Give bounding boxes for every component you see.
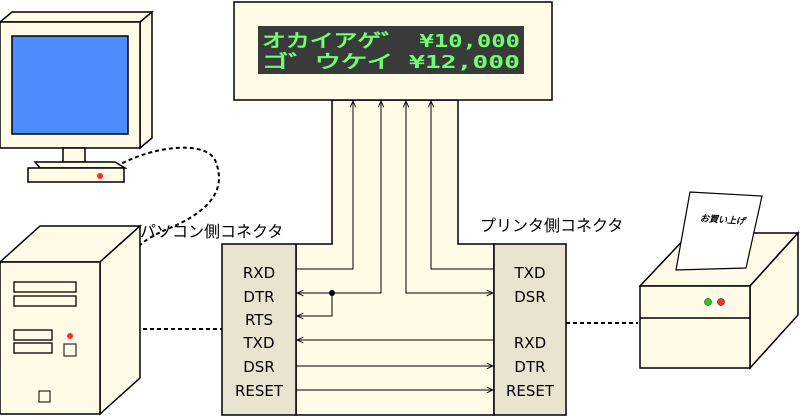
pc-pin-reset: RESET <box>235 382 284 400</box>
printer-pin-dtr: DTR <box>514 358 545 376</box>
pc-pin-dsr: DSR <box>243 358 275 376</box>
printer-connector-box <box>493 243 567 416</box>
pc-connector-box <box>221 243 297 416</box>
wire-display-to-pc-dtr <box>297 101 381 293</box>
pc-tower <box>0 224 142 416</box>
printer-led-red <box>717 298 725 306</box>
receipt-text: お買い上げ <box>700 213 748 227</box>
printer-led-green <box>704 298 712 306</box>
printer-connector: TXD DSR RXD DTR RESET <box>493 243 567 416</box>
customer-display: オカイアゲ゛ ¥10,000 ゴ゛ウケイ ¥12,000 <box>233 1 553 101</box>
drive-bay-1 <box>13 281 77 293</box>
pc-pin-rts: RTS <box>245 311 273 329</box>
cable-keyboard-to-tower <box>109 146 220 276</box>
pc-pin-txd: TXD <box>243 334 275 352</box>
printer-pin-dsr: DSR <box>514 288 546 306</box>
monitor-base <box>27 167 125 183</box>
tower-power-led <box>67 333 73 339</box>
drive-bay-3 <box>13 329 53 341</box>
printer-pin-rxd: RXD <box>514 334 546 352</box>
junction-dot <box>329 290 335 296</box>
display-line-2: ゴ゛ウケイ ¥12,000 <box>262 51 520 73</box>
receipt-paper <box>675 191 763 271</box>
pc-pin-rxd: RXD <box>243 264 275 282</box>
tower-power-button <box>63 343 77 357</box>
drive-bay-4 <box>13 342 53 354</box>
signal-wires <box>296 101 494 390</box>
wire-display-to-printer-dsr <box>406 101 493 293</box>
monitor <box>0 10 155 183</box>
display-line-1: オカイアゲ゛ ¥10,000 <box>262 30 520 52</box>
cable-body <box>295 99 495 416</box>
pc-pin-dtr: DTR <box>243 288 274 306</box>
printer-pin-txd: TXD <box>514 264 546 282</box>
display-lcd <box>258 26 524 74</box>
tower-reset-button <box>38 390 51 403</box>
device-cables <box>109 146 638 330</box>
monitor-screen <box>11 35 129 135</box>
drive-bay-2 <box>13 295 77 307</box>
printer-connector-title: プリンタ側コネクタ <box>480 216 623 235</box>
printer: お買い上げ <box>638 191 800 370</box>
wire-dtr-rts-loop <box>297 293 333 316</box>
monitor-neck <box>62 147 86 163</box>
pc-connector-title: パソコン側コネクタ <box>140 222 283 241</box>
printer-pin-reset: RESET <box>506 382 555 400</box>
pc-connector: RXD DTR RTS TXD DSR RESET <box>221 243 297 416</box>
monitor-power-led <box>97 173 103 179</box>
